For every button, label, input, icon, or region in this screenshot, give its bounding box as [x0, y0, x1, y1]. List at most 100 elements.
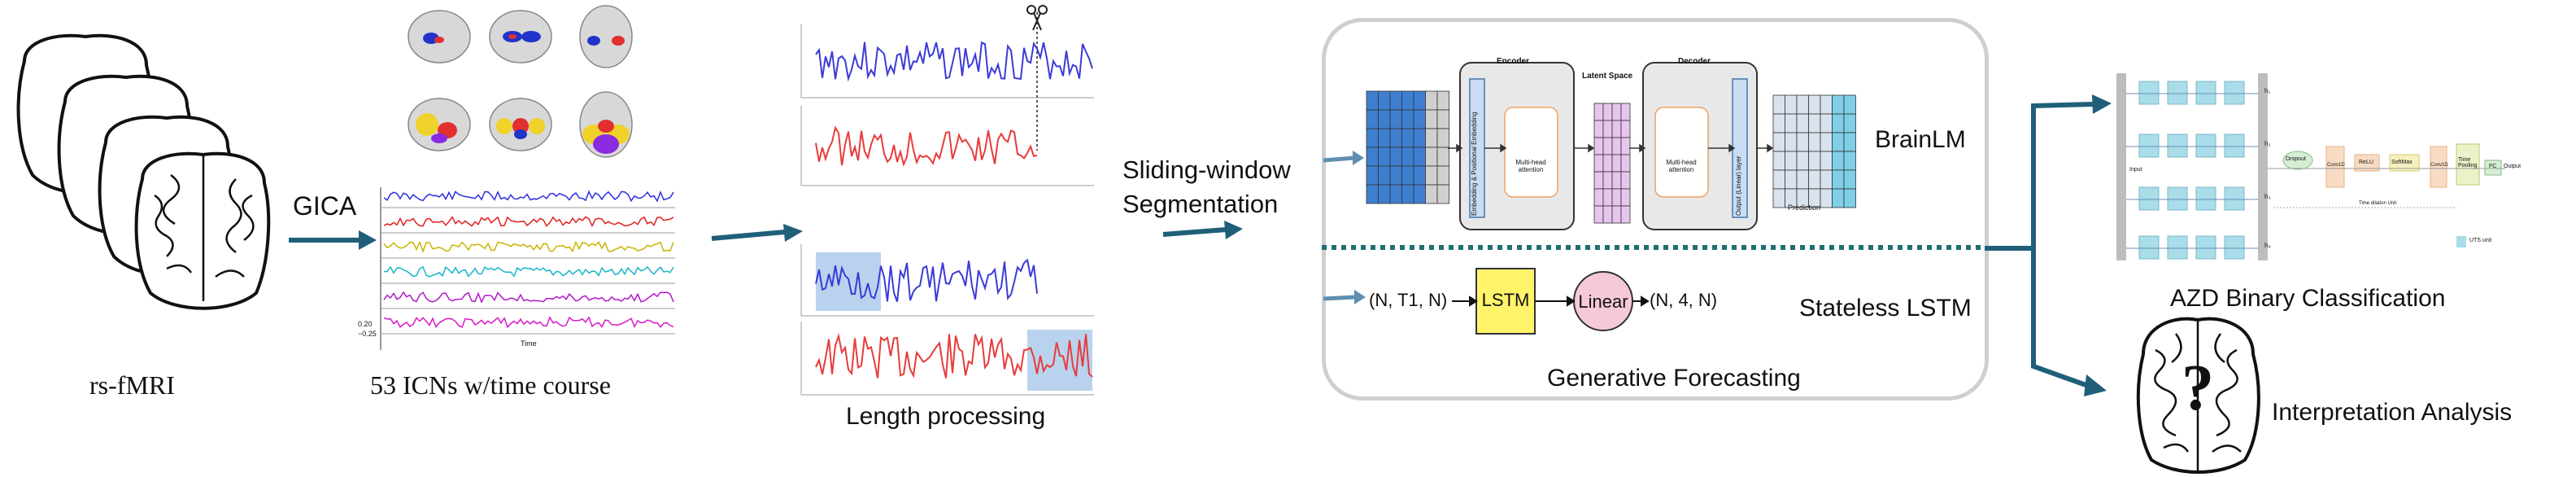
grid-cell	[1602, 137, 1613, 155]
grid-cell	[1602, 154, 1613, 173]
grid-cell	[1772, 132, 1785, 152]
grid-cell	[1772, 169, 1785, 190]
node-softmax: SoftMax	[2391, 160, 2413, 165]
grid-cell	[1820, 151, 1833, 171]
grid-cell	[1378, 165, 1391, 186]
grid-cell	[1808, 94, 1821, 115]
grid-cell	[1413, 109, 1426, 129]
grid-cell	[1413, 147, 1426, 167]
grid-cell	[1611, 154, 1622, 173]
grid-cell	[1796, 94, 1809, 115]
grid-cell	[1620, 171, 1631, 190]
grid-cell	[1611, 171, 1622, 190]
grid-cell	[1843, 188, 1856, 208]
sliding-line2: Segmentation	[1122, 190, 1279, 218]
grid-cell	[1425, 90, 1438, 111]
grid-cell	[1602, 205, 1613, 224]
grid-cell	[1602, 120, 1613, 138]
grid-cell	[1620, 120, 1631, 138]
classification-network: Input Dropout Conv1D ReLU SoftMax Conv1D…	[2115, 69, 2521, 269]
forecasting-diagram	[1322, 62, 1985, 335]
grid-cell	[1611, 137, 1622, 155]
grid-cell	[1413, 165, 1426, 186]
icns-label: 53 ICNs w/time course	[370, 370, 611, 400]
node-output: Output	[2504, 164, 2522, 169]
grid-cell	[1389, 128, 1402, 148]
grid-cell	[1389, 165, 1402, 186]
grid-cell	[1593, 154, 1604, 173]
grid-cell	[1832, 169, 1845, 190]
grid-cell	[1378, 90, 1391, 111]
grid-cell	[1820, 188, 1833, 208]
grid-cell	[1401, 109, 1414, 129]
interpretation-label: Interpretation Analysis	[2272, 399, 2513, 426]
grid-cell	[1366, 109, 1379, 129]
length-processing-label: Length processing	[846, 403, 1046, 430]
encoder-side-label: Embedding & Positional Embedding	[1471, 112, 1478, 216]
grid-cell	[1389, 147, 1402, 167]
grid-cell	[1832, 113, 1845, 133]
grid-cell	[1785, 132, 1798, 152]
node-input: Input	[2129, 167, 2142, 173]
grid-cell	[1593, 205, 1604, 224]
icn-axis-xlabel: Time	[521, 339, 537, 348]
grid-cell	[1602, 188, 1613, 207]
grid-cell	[1378, 184, 1391, 204]
grid-cell	[1593, 137, 1604, 155]
grid-cell	[1366, 165, 1379, 186]
grid-cell	[1820, 169, 1833, 190]
decoder-inner-label: Multi-head attention	[1666, 159, 1697, 173]
icn-trace	[383, 265, 674, 278]
grid-cell	[1843, 113, 1856, 133]
icn-trace	[383, 190, 674, 203]
icn-trace	[383, 316, 674, 329]
uts-cell	[2224, 186, 2245, 211]
grid-cell	[1366, 90, 1379, 111]
icn-axis-top: 0.20	[358, 320, 373, 328]
rsfmri-label: rs-fMRI	[89, 370, 175, 400]
sliding-window-label: Sliding-window Segmentation	[1122, 153, 1291, 221]
grid-cell	[1832, 94, 1845, 115]
h-label-4: h₄	[2264, 242, 2271, 249]
grid-cell	[1620, 188, 1631, 207]
grid-cell	[1620, 154, 1631, 173]
uts-cell	[2195, 133, 2216, 158]
icn-timecourse-panel: 0.20 −0.25 Time	[358, 183, 683, 370]
grid-cell	[1401, 184, 1414, 204]
generative-forecasting-panel	[1322, 18, 1989, 400]
grid-cell	[1808, 113, 1821, 133]
decoder-title: Decoder	[1678, 57, 1711, 66]
uts-cell	[2138, 186, 2160, 211]
node-conv1: Conv1D	[2327, 163, 2345, 168]
grid-cell	[1620, 103, 1631, 121]
length-processing-panel	[800, 5, 1102, 396]
uts-cell	[2195, 186, 2216, 211]
branch-arrows	[1985, 94, 2112, 396]
uts-cell	[2167, 186, 2188, 211]
grid-cell	[1832, 188, 1845, 208]
stateless-lstm-label: Stateless LSTM	[1799, 295, 1972, 322]
arrow-to-length	[711, 224, 803, 242]
uts-cell	[2138, 235, 2160, 260]
grid-cell	[1602, 171, 1613, 190]
h-label-3: h₃	[2264, 193, 2271, 200]
grid-cell	[1820, 132, 1833, 152]
grid-cell	[1843, 169, 1856, 190]
grid-cell	[1796, 151, 1809, 171]
gica-label: GICA	[293, 191, 357, 221]
grid-cell	[1389, 90, 1402, 111]
decoder-side-label: Output (Linear) layer	[1735, 155, 1742, 216]
grid-cell	[1796, 169, 1809, 190]
grid-cell	[1436, 109, 1449, 129]
grid-cell	[1401, 128, 1414, 148]
grid-cell	[1593, 103, 1604, 121]
grid-cell	[1389, 184, 1402, 204]
lstm-box	[1475, 268, 1536, 335]
grid-cell	[1796, 132, 1809, 152]
grid-cell	[1611, 120, 1622, 138]
node-pool: Time Pooling	[2458, 157, 2478, 168]
grid-cell	[1820, 94, 1833, 115]
uts-cell	[2195, 235, 2216, 260]
grid-cell	[1620, 137, 1631, 155]
icn-trace	[383, 216, 674, 228]
